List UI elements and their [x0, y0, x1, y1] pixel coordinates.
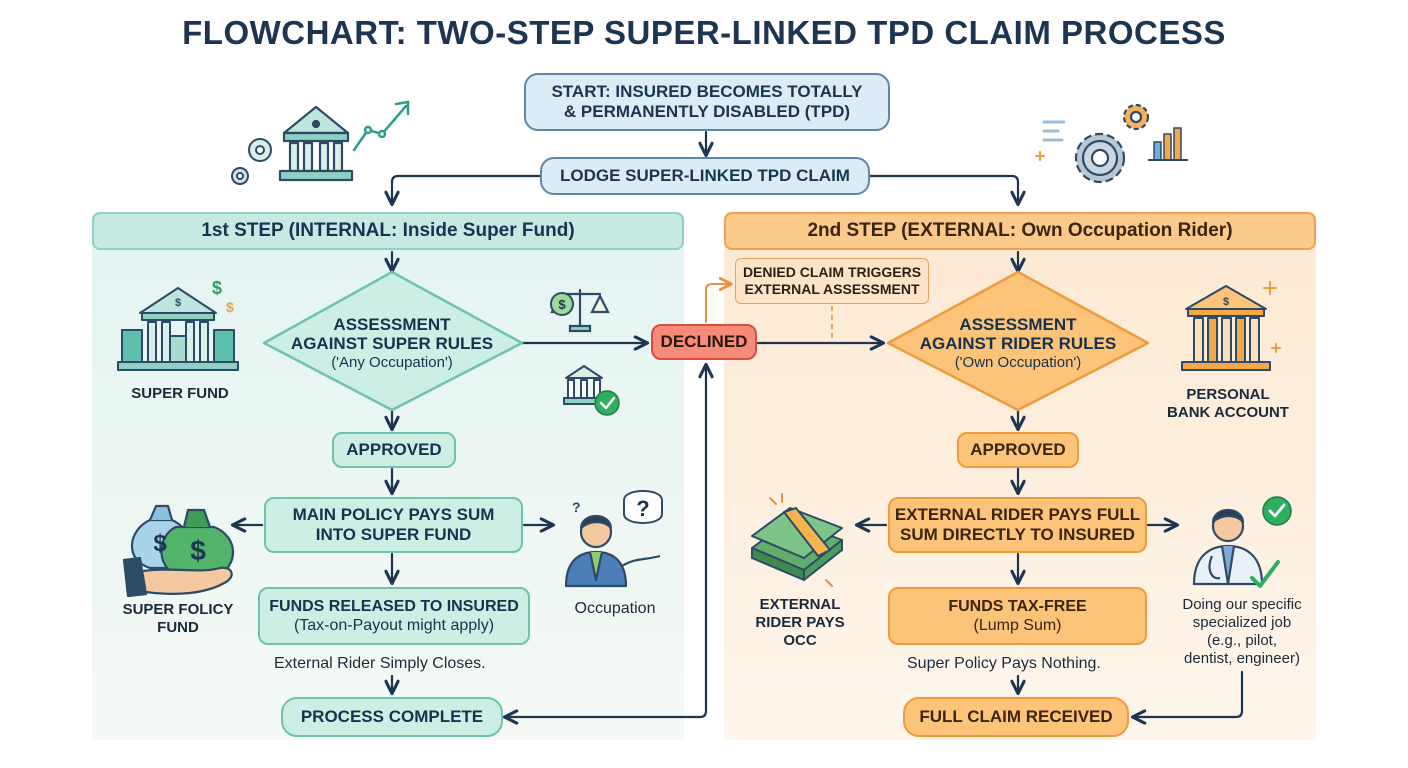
checkmark-icon-right	[1250, 496, 1292, 588]
step1-funds-box: FUNDS RELEASED TO INSURED (Tax-on-Payout …	[258, 587, 530, 645]
step1-header: 1st STEP (INTERNAL: Inside Super Fund)	[92, 212, 684, 250]
money-bag-icon	[130, 504, 235, 578]
step1-assessment-line3: ('Any Occupation')	[331, 353, 453, 371]
rider-label-line2: RIDER PAYS	[755, 614, 845, 631]
dollar-coin-icon	[550, 292, 574, 316]
dollar-icon-small-2: $	[226, 299, 234, 315]
denied-line1: DENIED CLAIM TRIGGERS	[742, 264, 922, 281]
process-complete-box: PROCESS COMPLETE	[281, 697, 503, 737]
gear-icon-left	[231, 138, 272, 185]
step1-pays-line2: INTO SUPER FUND	[315, 525, 472, 544]
step2-assessment-line1: ASSESSMENT	[959, 314, 1077, 334]
step1-note: External Rider Simply Closes.	[274, 655, 486, 672]
step2-funds-line1: FUNDS TAX-FREE	[948, 597, 1087, 615]
dollar-icon-small-1: $	[212, 278, 222, 298]
bank-icon-approved	[563, 365, 605, 405]
svg-text:$: $	[558, 297, 566, 312]
step2-funds-box: FUNDS TAX-FREE (Lump Sum)	[888, 587, 1147, 645]
step2-pays-line1: EXTERNAL RIDER PAYS FULL	[894, 504, 1141, 524]
person-icon	[564, 514, 661, 588]
step2-assessment-text: ASSESSMENT AGAINST RIDER RULES ('Own Occ…	[896, 300, 1140, 386]
super-fund-label: SUPER FUND	[131, 385, 229, 402]
gear-icon-right	[1074, 103, 1150, 184]
super-policy-line1: SUPER FOLICY	[122, 601, 234, 618]
full-claim-received-box: FULL CLAIM RECEIVED	[903, 697, 1129, 737]
step1-approved-box: APPROVED	[332, 432, 456, 468]
svg-text:$: $	[190, 535, 206, 566]
step1-assessment-diamond	[262, 270, 524, 412]
bar-chart-icon	[1042, 120, 1188, 161]
svg-text:$: $	[153, 530, 167, 557]
doctor-icon	[1192, 508, 1264, 586]
cash-stack-icon	[751, 507, 843, 581]
svg-text:?: ?	[636, 496, 649, 521]
rider-label-line1: EXTERNAL	[759, 596, 841, 613]
growth-chart-icon	[352, 100, 410, 152]
job-label-line3: (e.g., pilot,	[1206, 632, 1278, 649]
step1-assessment-line1: ASSESSMENT	[333, 314, 451, 334]
denied-line2: EXTERNAL ASSESSMENT	[744, 281, 920, 297]
bank-icon-top	[278, 105, 354, 182]
page-title: FLOWCHART: TWO-STEP SUPER-LINKED TPD CLA…	[182, 14, 1226, 51]
step2-assessment-diamond	[886, 270, 1150, 412]
hand-icon	[122, 556, 233, 598]
start-line2: & PERMANENTLY DISABLED (TPD)	[563, 102, 851, 121]
declined-box: DECLINED	[651, 324, 757, 360]
job-label-line4: dentist, engineer)	[1184, 650, 1300, 667]
bank-label-line1: PERSONAL	[1186, 386, 1270, 403]
question-icon: ?	[623, 490, 663, 524]
job-label-line2: specialized job	[1192, 614, 1292, 631]
svg-text:$: $	[1223, 296, 1229, 308]
step2-funds-line2: (Lump Sum)	[973, 617, 1062, 634]
lodge-claim-box: LODGE SUPER-LINKED TPD CLAIM	[540, 157, 870, 195]
bank-label-line2: BANK ACCOUNT	[1167, 404, 1289, 421]
personal-bank-label: PERSONAL BANK ACCOUNT	[1158, 386, 1298, 422]
svg-text:?: ?	[572, 499, 581, 515]
step1-funds-line1: FUNDS RELEASED TO INSURED	[269, 597, 519, 615]
rider-label-line3: OCC	[783, 632, 817, 649]
occupation-label: Occupation	[574, 600, 656, 617]
super-policy-line2: FUND	[157, 619, 199, 636]
step1-funds-line2: (Tax-on-Payout might apply)	[293, 617, 495, 634]
rider-pays-label: EXTERNAL RIDER PAYS OCC	[744, 596, 856, 650]
bank-icon-personal	[1181, 285, 1271, 371]
start-line1: START: INSURED BECOMES TOTALLY	[551, 81, 863, 101]
sparkle-icon	[769, 493, 833, 587]
step1-assessment-text: ASSESSMENT AGAINST SUPER RULES ('Any Occ…	[270, 300, 514, 386]
step2-note: Super Policy Pays Nothing.	[907, 655, 1101, 672]
start-box: START: INSURED BECOMES TOTALLY& PERMANEN…	[524, 73, 890, 131]
super-policy-fund-label: SUPER FOLICY FUND	[104, 601, 252, 637]
step2-assessment-line2: AGAINST RIDER RULES	[919, 334, 1117, 354]
bank-icon-super-fund	[117, 287, 239, 371]
step2-pays-line2: SUM DIRECTLY TO INSURED	[900, 525, 1135, 544]
job-label-line1: Doing our specific	[1182, 596, 1302, 613]
step1-assessment-line2: AGAINST SUPER RULES	[290, 334, 494, 354]
step2-assessment-line3: ('Own Occupation')	[954, 353, 1082, 371]
dollar-icon-super-fund: $	[175, 297, 181, 309]
checkmark-icon-left	[594, 390, 620, 416]
sparkle-icon-right	[1035, 151, 1281, 353]
step2-header: 2nd STEP (EXTERNAL: Own Occupation Rider…	[724, 212, 1316, 250]
specialized-job-label: Doing our specific specialized job (e.g.…	[1162, 596, 1322, 668]
step1-pays-line1: MAIN POLICY PAYS SUM	[292, 504, 495, 524]
step2-approved-box: APPROVED	[957, 432, 1079, 468]
